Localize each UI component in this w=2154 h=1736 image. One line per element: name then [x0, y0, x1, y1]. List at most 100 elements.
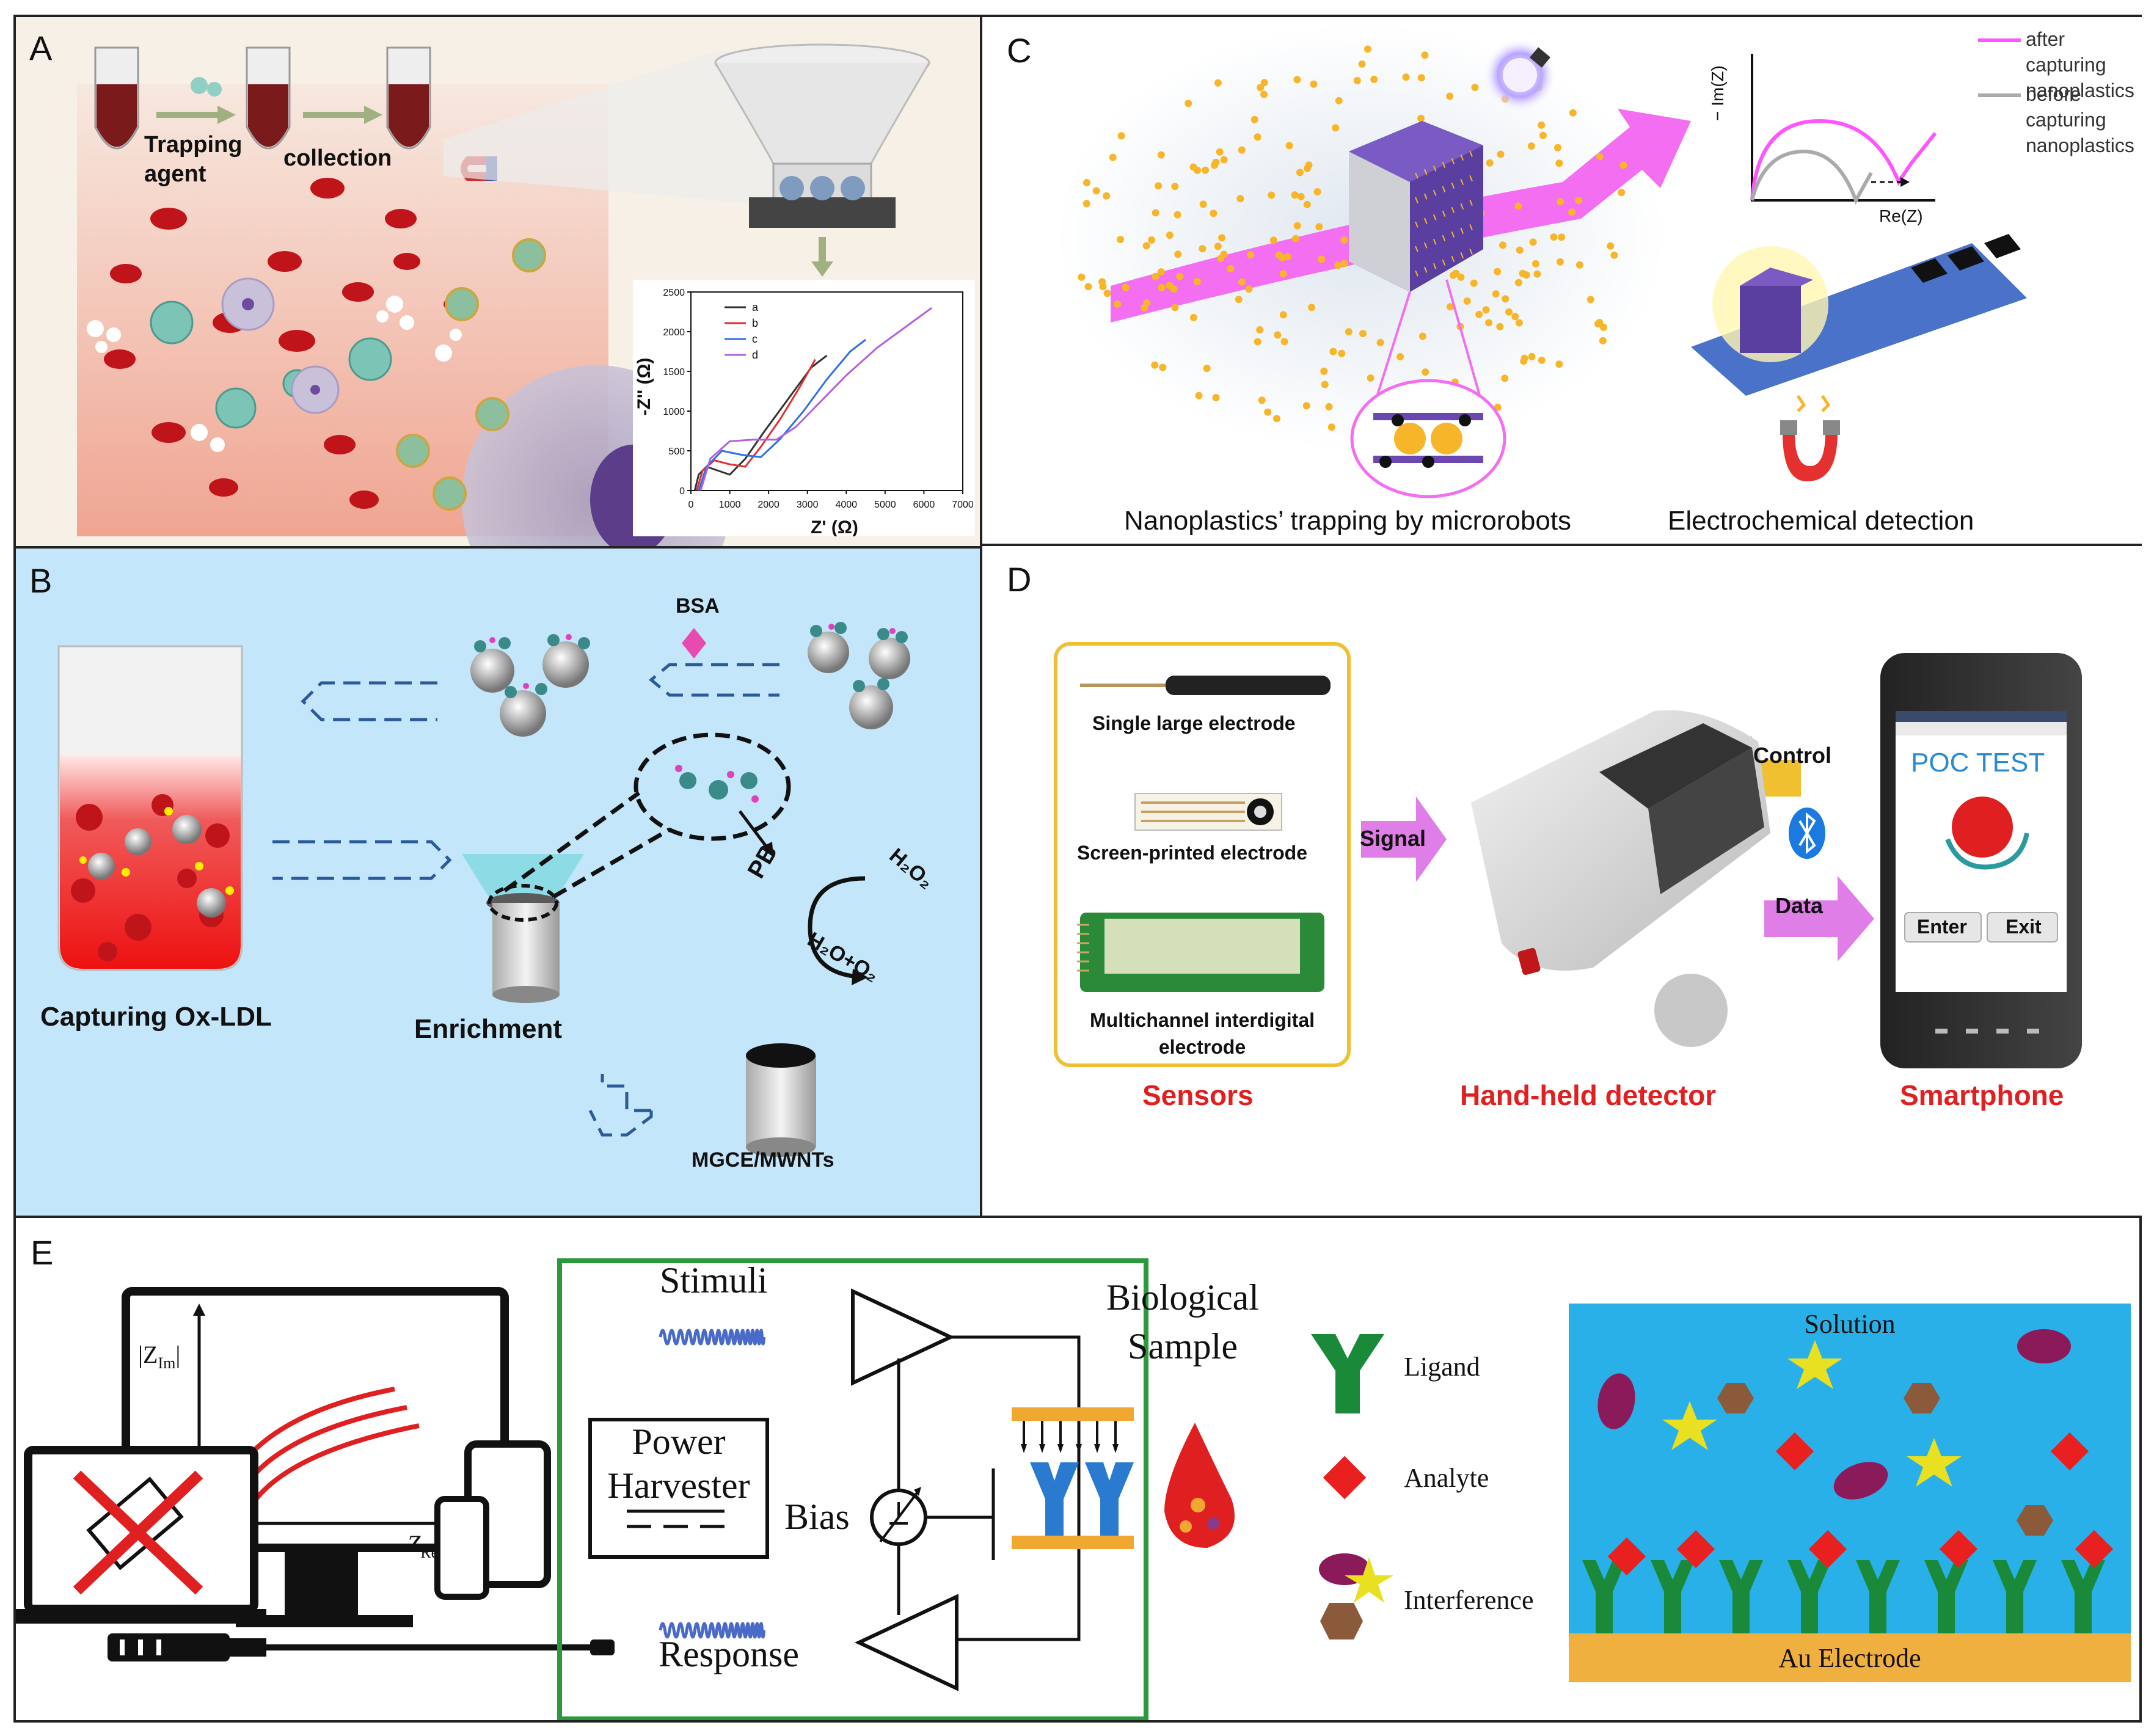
nanoplastic-dot [1422, 368, 1429, 376]
collection-label: collection [283, 145, 392, 171]
nanoplastic-dot [1279, 253, 1287, 261]
nanoplastic-dot [1256, 326, 1264, 334]
nanoplastic-dot [1575, 261, 1583, 269]
ligand-label: Ligand [1404, 1352, 1480, 1382]
smartphone-caption: Smartphone [1900, 1079, 2064, 1111]
nanoplastic-dot [1329, 348, 1337, 356]
power-line-2: Harvester [607, 1465, 750, 1506]
zim-bar: | [175, 1341, 181, 1368]
response-label: Response [659, 1634, 799, 1674]
nanoplastic-dot [1260, 90, 1268, 98]
nanoplastic-dot [1142, 242, 1150, 250]
nanoplastic-dot [1155, 182, 1163, 190]
interference-label: Interference [1404, 1585, 1534, 1615]
response-amplifier [854, 1594, 958, 1691]
nanoplastic-dot [1170, 285, 1178, 293]
electrode-ligand [1856, 1560, 1900, 1633]
nanoplastic-dot [1610, 251, 1618, 259]
nyquist-x-tick-label: 7000 [952, 500, 974, 510]
nanoplastic-dot [1214, 79, 1222, 87]
nanoplastic-dot [1471, 84, 1479, 92]
nanoplastic-dot [1227, 264, 1235, 272]
nanoplastic-dot [1364, 45, 1371, 53]
nyquist-y-tick-label: 0 [679, 486, 685, 497]
nanoplastic-dot [1313, 188, 1321, 195]
nanoplastic-dot [1550, 233, 1558, 241]
nanoplastic-dot [1220, 156, 1228, 164]
nanoplastic-dot [1202, 166, 1210, 174]
nanoplastic-dot [1515, 319, 1523, 327]
nanoplastic-dot [1193, 277, 1201, 285]
sensor-multi-line-2: electrode [1158, 1036, 1246, 1058]
nanoplastic-dot [1174, 250, 1182, 258]
nanoplastic-dot [1171, 304, 1179, 312]
nanoplastic-dot [1217, 255, 1225, 263]
bsa-diamond [682, 628, 706, 658]
nanoplastic-dot [1195, 392, 1203, 399]
nanoplastic-dot [1555, 159, 1563, 167]
nanoplastic-dot [1203, 365, 1211, 372]
phone [434, 1496, 489, 1600]
nanoplastic-dot [1505, 308, 1513, 316]
nanoplastic-dot [1247, 251, 1255, 259]
nanoplastic-dot [1291, 191, 1299, 199]
bio-line-1: Biological [1106, 1277, 1259, 1318]
nyquist-legend-label-d: d [752, 349, 758, 361]
nanoplastic-dot [1103, 192, 1111, 200]
nanoplastic-dot [1122, 283, 1130, 291]
nanoplastic-dot [1417, 114, 1425, 122]
nyquist-y-tick-label: 500 [668, 447, 685, 457]
panel-e-label: E [31, 1233, 54, 1272]
nanoplastic-dot [1359, 330, 1367, 337]
sensor-multi-line-1: Multichannel interdigital [1089, 1009, 1315, 1031]
nanoplastic-dot [1338, 349, 1346, 357]
nanoplastic-dot [1447, 303, 1454, 311]
nanoplastic-dot [1082, 200, 1090, 208]
red-blood-cells [104, 178, 468, 509]
nanoplastic-dot [1485, 319, 1493, 327]
ligand-icon [1311, 1334, 1384, 1413]
zim-sub: Im [158, 1354, 176, 1372]
nanoplastic-dot [1315, 223, 1323, 231]
nanoplastic-dot [1618, 189, 1626, 197]
nanoplastic-dot [1575, 197, 1583, 205]
nanoplastic-dot [1258, 396, 1266, 404]
nanoplastic-dot [1114, 300, 1121, 308]
control-label: Control [1753, 743, 1831, 768]
nanoplastic-dot [1296, 169, 1304, 177]
nanoplastic-dot [1533, 270, 1541, 278]
c-caption-right: Electrochemical detection [1668, 506, 1974, 536]
zoom-circle [1350, 379, 1506, 498]
enter-button-label[interactable]: Enter [1917, 916, 1967, 938]
bias-label: Bias [784, 1497, 850, 1537]
nanoplastic-dot [1254, 133, 1261, 141]
panel-b-label: B [29, 561, 53, 600]
panel-e-illustration [16, 1258, 2131, 1720]
exit-button-label[interactable]: Exit [2006, 916, 2042, 938]
nanoplastic-dot [1586, 296, 1594, 304]
nanoplastic-dot [1141, 304, 1148, 312]
nanoplastic-dot [1470, 279, 1478, 287]
electrode-ligand [1582, 1560, 1626, 1633]
nanoplastic-dot [1558, 233, 1566, 241]
circuit-box [557, 1258, 1148, 1720]
nanoplastic-dot [1457, 273, 1465, 281]
nanoplastic-dot [1199, 245, 1207, 253]
nanoplastic-dot [1417, 74, 1425, 82]
c-legend-before: before capturing nanoplastics [2026, 81, 2142, 158]
nanoplastic-dot [1214, 243, 1222, 250]
au-electrode [1569, 1633, 2131, 1682]
nanoplastic-dot [1190, 313, 1197, 321]
electrode-ligand [2061, 1560, 2105, 1633]
nanoplastic-dot [1340, 236, 1348, 244]
nanoplastic-dot [1421, 51, 1429, 59]
nanoplastic-dot [1320, 367, 1328, 375]
electrode-ligand [1993, 1560, 2037, 1633]
panel-c-label: C [1007, 31, 1032, 70]
nanoplastic-dot [1492, 290, 1500, 298]
nanoplastic-dot [1260, 79, 1268, 87]
nanoplastic-dot [1250, 115, 1258, 123]
panel-a-label: A [29, 29, 53, 67]
panel-c: C [982, 17, 2142, 544]
nanoplastic-dot [1318, 255, 1326, 263]
